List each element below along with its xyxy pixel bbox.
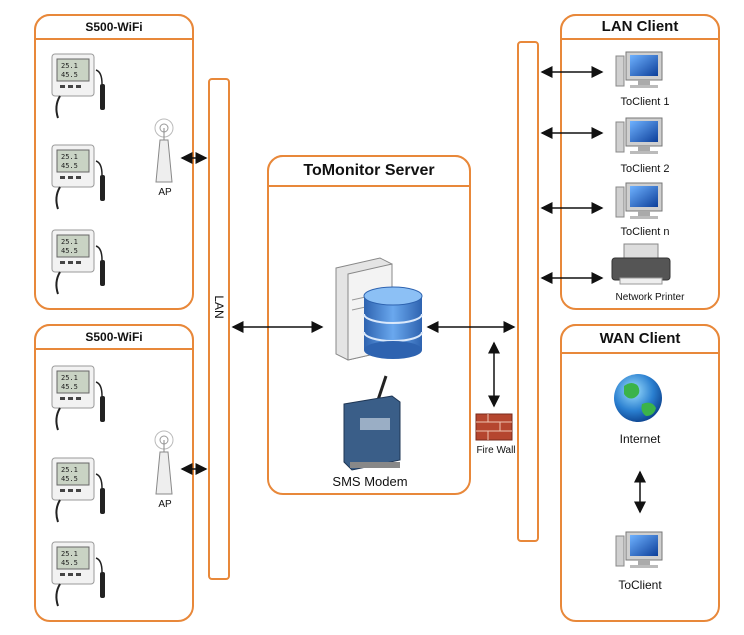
internet-label: Internet [619, 432, 661, 446]
logger-icon [51, 229, 106, 295]
sms-modem-label: SMS Modem [332, 474, 408, 489]
printer-icon [611, 243, 671, 285]
lan-bus [208, 78, 230, 580]
logger-icon [51, 53, 106, 119]
ap-label-1: AP [158, 187, 172, 198]
firewall-label: Fire Wall [476, 445, 516, 456]
logger-icon [51, 457, 106, 523]
computer-icon [615, 51, 663, 89]
ap-label-2: AP [158, 499, 172, 510]
logger-icon [51, 365, 106, 431]
database-icon [363, 286, 423, 359]
group-title: S500-WiFi [34, 324, 194, 350]
logger-icon [51, 541, 106, 607]
computer-icon [615, 182, 663, 220]
ap-icon [154, 430, 174, 495]
client-label-1: ToClient 1 [620, 96, 670, 108]
printer-label: Network Printer [615, 292, 685, 303]
lan-client-title: LAN Client [560, 14, 720, 40]
firewall-icon [475, 413, 513, 441]
wan-client-title: WAN Client [560, 324, 720, 354]
computer-icon [615, 117, 663, 155]
client-label-2: ToClient 2 [620, 163, 670, 175]
client-label-n: ToClient n [620, 226, 670, 238]
group-title: S500-WiFi [34, 14, 194, 40]
computer-icon [615, 531, 663, 569]
logger-icon [51, 144, 106, 210]
server-title: ToMonitor Server [267, 155, 471, 187]
wan-toclient-label: ToClient [618, 578, 662, 592]
ap-icon [154, 118, 174, 183]
sms-modem-icon [343, 375, 401, 471]
globe-icon [614, 374, 662, 422]
right-bus [517, 41, 539, 542]
